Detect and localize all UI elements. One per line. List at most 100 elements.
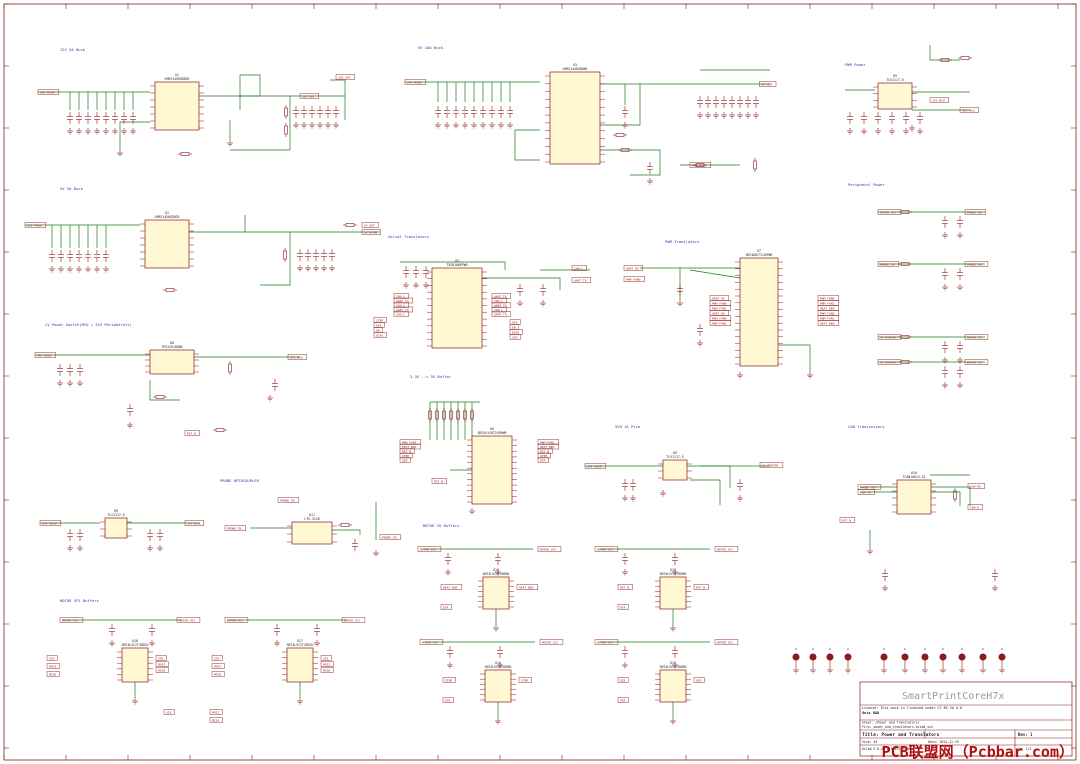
net-label-text: MISO [158,668,165,672]
ic-value: LTV-3120 [304,517,319,521]
gnd-part [956,231,964,239]
net-label: DIAG [373,332,387,338]
net-label-text: DIR [376,323,382,327]
net-label-text: SCK [166,710,172,714]
wire [929,45,960,61]
gnd-part [939,666,947,674]
net-label-text: MOSI [214,664,221,668]
net-label-box [442,677,456,683]
gnd-part [156,544,164,552]
net-label-box [623,276,646,282]
ic-body [149,349,195,375]
cap-part [860,111,868,125]
hres-part [162,288,178,292]
net-label-text: DIAG [512,330,519,334]
ic-body [471,435,513,505]
cap-part [148,623,156,637]
gnd-part [75,127,83,135]
net-label-box [967,504,983,510]
cap-part [156,528,164,542]
net-label-text: RST_N [402,449,411,453]
gnd-part [148,639,156,647]
net-label-text: 12V_OUT [338,75,351,79]
gnd-part [146,544,154,552]
gnd-part [412,281,420,289]
net-label-text: UART_TX [494,303,507,307]
net-label-box [393,293,409,299]
net-label: MOSI [46,663,60,669]
net-label-box [155,667,169,673]
net-label-box [277,497,300,503]
net-label-box [964,209,987,215]
net-label: UART_TX [491,302,511,308]
gnd-part [806,371,814,379]
gnd-part [646,177,654,185]
net-label-box [46,671,60,677]
cap-part [621,478,629,492]
net-label: DIR [373,322,385,328]
wire [600,84,641,126]
gnd-part [461,121,469,129]
cap-part [271,378,279,392]
net-label-box [59,617,84,623]
net-label: UART_TX [491,311,511,317]
cap-part [956,267,964,281]
net-label: RST_N [431,478,447,484]
net-label-text: 5V_HFAN [364,230,377,234]
net-label: MOTOR_VCC [419,639,444,645]
net-label-box [693,677,705,683]
gnd-part [539,299,547,307]
net-label: UART_TX [393,306,413,313]
gnd-part [300,121,308,129]
net-label-box [320,655,332,661]
cap-part [93,111,101,125]
section-5v10a-buck: 5V 10A Buck [418,45,444,50]
ic-ref: U9 [893,74,897,78]
ic-ref: U14 [495,661,501,665]
net-label-text: STEP [540,454,547,458]
net-label-text: CAN_L [396,312,405,316]
ic-value: SN74LVC2T45DCU [287,643,314,647]
net-label-box [417,546,442,552]
gnd-part [880,666,888,674]
cap-part [66,363,74,377]
ic-value: TPS22918DBV [161,345,182,349]
wire [600,149,661,176]
mounting-hole-label: H [846,648,850,650]
net-label-box [393,306,413,313]
net-label-text: CAN_L [494,299,503,303]
net-label-text: MISO [49,672,56,676]
gnd-part [704,111,712,119]
net-label-text: 24V_MAIN [40,90,55,94]
gnd-part [736,371,744,379]
gnd-part [312,264,320,272]
cap-part [66,249,74,263]
net-label-box [211,671,225,677]
cap-part [304,248,312,262]
net-label-text: 5V_PERIPH [762,463,778,467]
wire [778,344,811,372]
cap-part [66,111,74,125]
ic-body [659,576,687,610]
net-label-box [817,320,840,326]
net-label: PROBE_IN [877,261,900,267]
net-label: MOSI [209,709,223,715]
gnd-part [434,121,442,129]
net-label-text: SCK [214,656,220,660]
net-label: UART_RX [623,265,643,271]
net-label: CAN_L [393,302,409,308]
gnd-part [921,666,929,674]
net-label-text: MOTOR_VCC [967,335,983,339]
gnd-part [470,121,478,129]
net-label: HEAT_BED [817,320,840,326]
net-label-text: UART_RX [712,296,725,300]
cap-part [671,645,679,659]
net-label-box [209,717,223,723]
gnd-part [57,265,65,273]
net-label-box [491,297,507,304]
net-label-box [964,334,989,340]
mhole-part [939,653,947,668]
net-label-box [393,302,409,308]
net-label-box [516,584,539,590]
net-label: PROBE_IN [964,209,987,215]
